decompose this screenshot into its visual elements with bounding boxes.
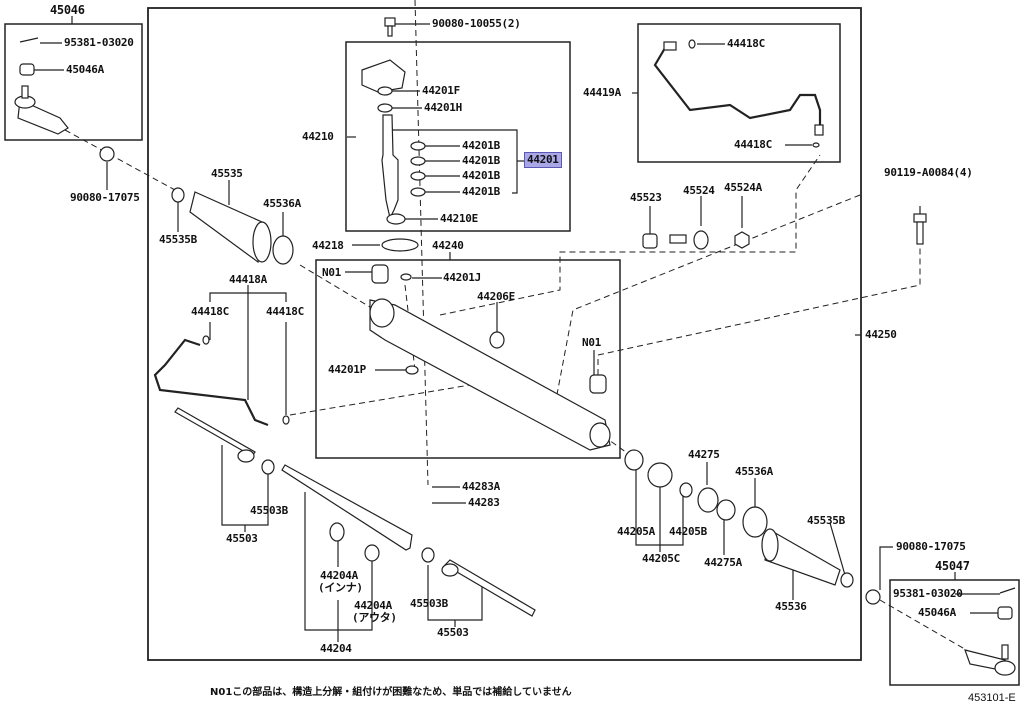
label-45524[interactable]: 45524 [683, 184, 715, 197]
label-90080-17075[interactable]: 90080-17075 [896, 540, 966, 553]
label-45503B[interactable]: 45503B [410, 597, 448, 610]
label-44204A-inner[interactable]: 44204A [320, 569, 358, 582]
label-44283[interactable]: 44283 [468, 496, 500, 509]
label-N01[interactable]: N01 [322, 266, 341, 279]
label-44205B[interactable]: 44205B [669, 525, 707, 538]
label-44418C[interactable]: 44418C [727, 37, 765, 50]
label-44210[interactable]: 44210 [302, 130, 334, 143]
label-44206E[interactable]: 44206E [477, 290, 515, 303]
label-44201-highlighted[interactable]: 44201 [524, 152, 562, 168]
label-90119-A0084[interactable]: 90119-A0084(4) [884, 166, 973, 179]
label-45524A[interactable]: 45524A [724, 181, 762, 194]
label-45046A[interactable]: 45046A [918, 606, 956, 619]
label-44218[interactable]: 44218 [312, 239, 344, 252]
label-N01[interactable]: N01 [582, 336, 601, 349]
label-45046A[interactable]: 45046A [66, 63, 104, 76]
label-90080-17075[interactable]: 90080-17075 [70, 191, 140, 204]
housing-box [315, 259, 621, 459]
label-45503B[interactable]: 45503B [250, 504, 288, 517]
label-44275A[interactable]: 44275A [704, 556, 742, 569]
label-44201B[interactable]: 44201B [462, 154, 500, 167]
label-45535B[interactable]: 45535B [159, 233, 197, 246]
label-44201J[interactable]: 44201J [443, 271, 481, 284]
label-44201H[interactable]: 44201H [424, 101, 462, 114]
label-44201B[interactable]: 44201B [462, 139, 500, 152]
label-44204A-inner-sub: (インナ) [318, 581, 363, 594]
label-90080-10055[interactable]: 90080-10055(2) [432, 17, 521, 30]
label-45536A[interactable]: 45536A [735, 465, 773, 478]
label-44201B[interactable]: 44201B [462, 185, 500, 198]
label-44419A[interactable]: 44419A [583, 86, 621, 99]
valve-box [345, 41, 571, 232]
label-45503[interactable]: 45503 [226, 532, 258, 545]
label-44204A-outer-sub: (アウタ) [352, 611, 397, 624]
label-44283A[interactable]: 44283A [462, 480, 500, 493]
label-44204A-outer[interactable]: 44204A [354, 599, 392, 612]
label-45046[interactable]: 45046 [50, 3, 85, 17]
label-44210E[interactable]: 44210E [440, 212, 478, 225]
label-44275[interactable]: 44275 [688, 448, 720, 461]
label-45536[interactable]: 45536 [775, 600, 807, 613]
label-95381-03020[interactable]: 95381-03020 [893, 587, 963, 600]
tie-rod-end-left-box [4, 23, 143, 141]
figure-code: 453101-E [968, 692, 1016, 704]
label-44240[interactable]: 44240 [432, 239, 464, 252]
label-44205C[interactable]: 44205C [642, 552, 680, 565]
label-45535B[interactable]: 45535B [807, 514, 845, 527]
label-45523[interactable]: 45523 [630, 191, 662, 204]
label-45536A[interactable]: 45536A [263, 197, 301, 210]
footnote-n01: N01この部品は、構造上分解・組付けが困難なため、単品では補給していません [210, 687, 572, 698]
label-44205A[interactable]: 44205A [617, 525, 655, 538]
label-95381-03020[interactable]: 95381-03020 [64, 36, 134, 49]
label-44204[interactable]: 44204 [320, 642, 352, 655]
label-44201B[interactable]: 44201B [462, 169, 500, 182]
label-44418C[interactable]: 44418C [266, 305, 304, 318]
label-44250[interactable]: 44250 [865, 328, 897, 341]
label-44201P[interactable]: 44201P [328, 363, 366, 376]
label-44201F[interactable]: 44201F [422, 84, 460, 97]
label-45535[interactable]: 45535 [211, 167, 243, 180]
label-44418C[interactable]: 44418C [191, 305, 229, 318]
tie-rod-end-left [17, 99, 69, 135]
label-44418A[interactable]: 44418A [229, 273, 267, 286]
label-44418C[interactable]: 44418C [734, 138, 772, 151]
label-45047[interactable]: 45047 [935, 559, 970, 573]
label-45503[interactable]: 45503 [437, 626, 469, 639]
main-frame [147, 7, 862, 661]
